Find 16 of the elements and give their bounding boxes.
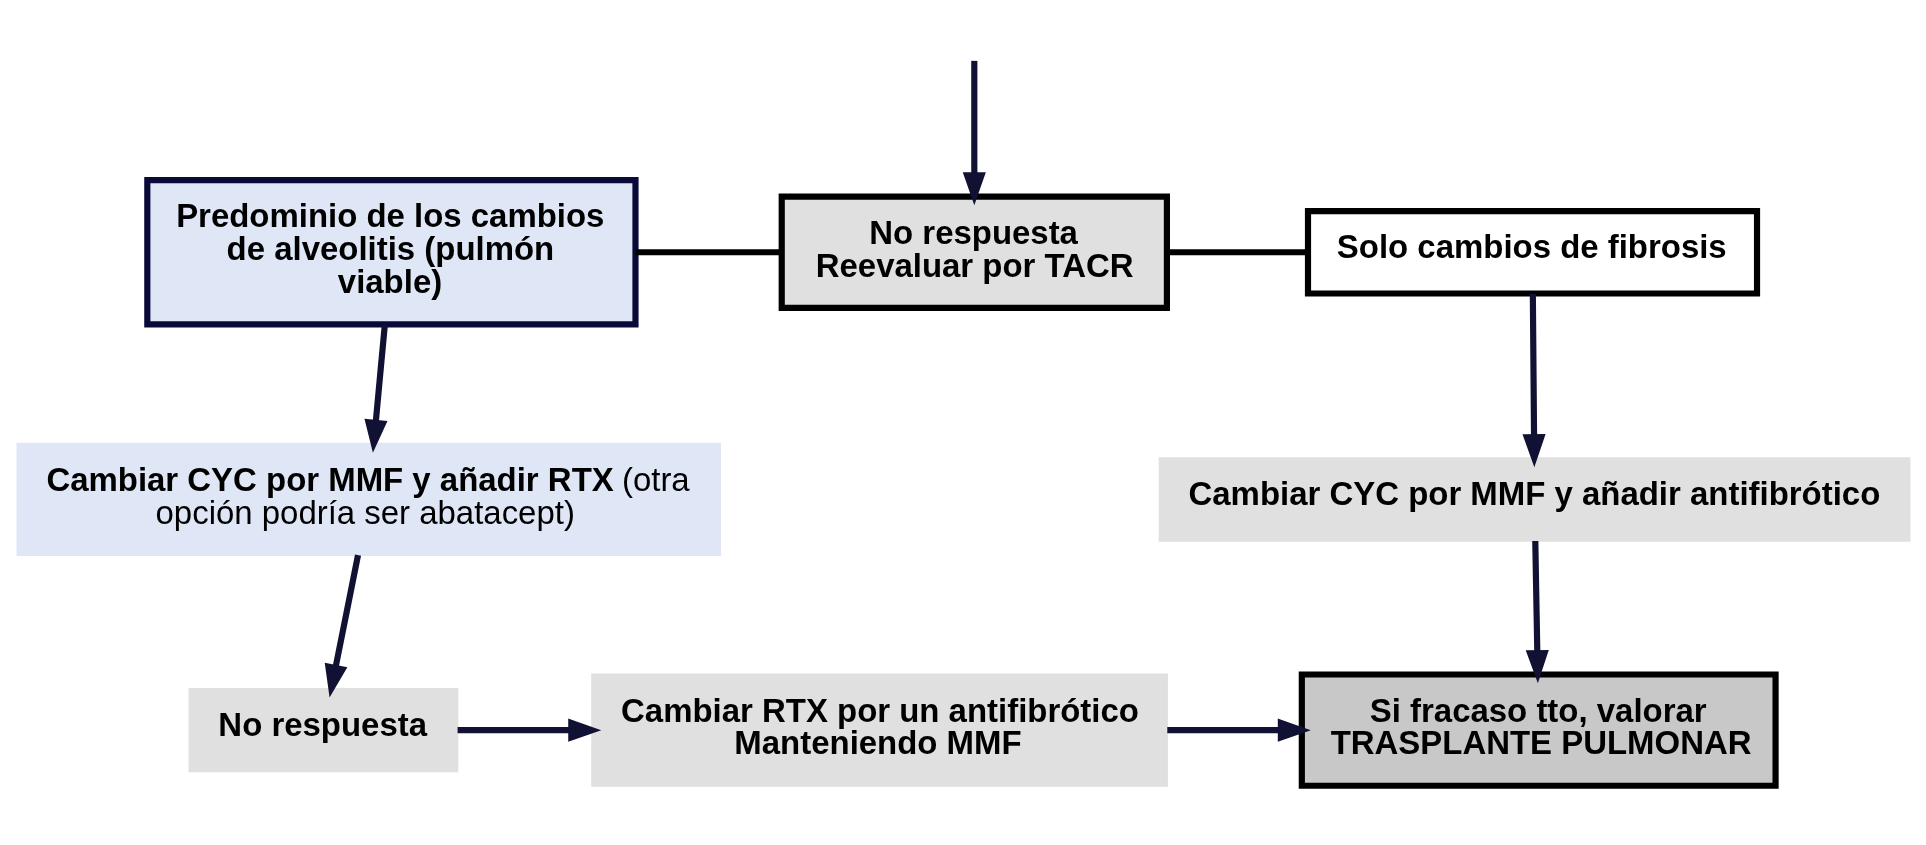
connector — [635, 249, 781, 256]
node-box: Si fracaso tto, valorar TRASPLANTE PULMONAR — [1298, 671, 1779, 789]
arrow — [457, 718, 601, 742]
arrow — [962, 60, 986, 206]
node-box: No respuesta Reevaluar por TACR — [778, 193, 1170, 311]
arrow — [1521, 293, 1546, 468]
node-box: Predominio de los cambios de alveolitis (pulmón viable) — [143, 177, 639, 328]
node-box: Cambiar RTX por un antifibrótico Manteniendo MMF — [590, 673, 1168, 787]
node-box: No respuesta — [188, 687, 458, 773]
arrow — [363, 324, 388, 453]
arrow — [324, 554, 361, 698]
node-box: Cambiar CYC por MMF y añadir antifibrótico — [1158, 457, 1910, 542]
node-box: Cambiar CYC por MMF y añadir RTX (otra opción podría ser abatacept) — [16, 442, 721, 557]
arrow — [1166, 718, 1311, 742]
arrow — [1525, 540, 1549, 684]
node-box: Solo cambios de fibrosis — [1304, 208, 1760, 297]
